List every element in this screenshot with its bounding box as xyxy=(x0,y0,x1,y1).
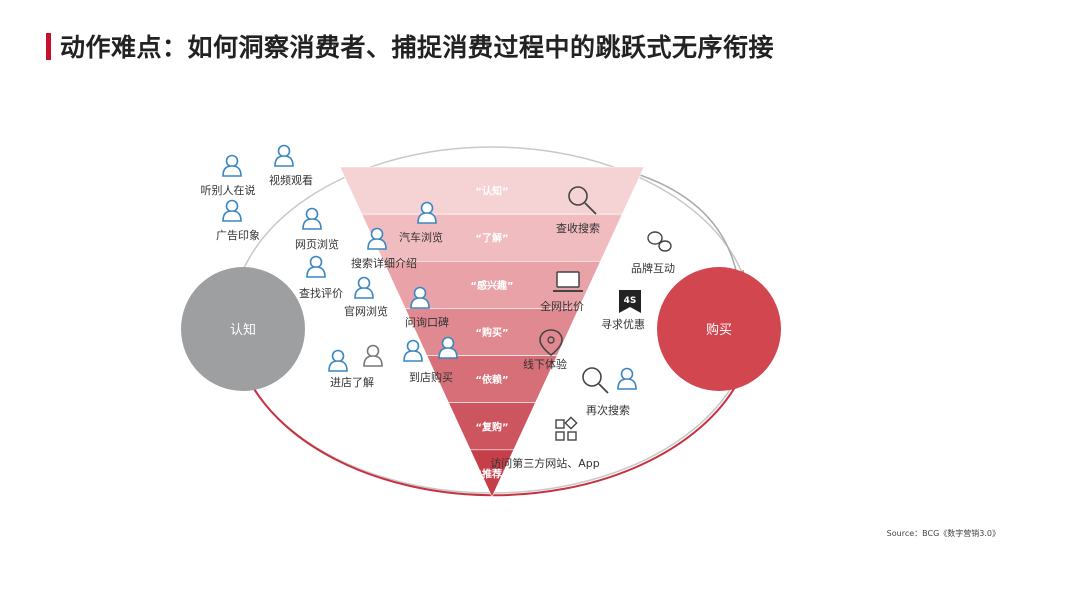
awareness-circle xyxy=(181,267,305,391)
source-citation: Source：BCG《数字营销3.0》 xyxy=(886,529,1000,538)
funnel-stage-label: “推荐” xyxy=(475,467,508,480)
touchpoint-label: 查找评价 xyxy=(299,286,343,300)
person-icon xyxy=(222,154,242,177)
person-icon xyxy=(354,276,374,299)
touchpoint-label: 查收搜索 xyxy=(556,221,600,235)
journey-arrow xyxy=(639,174,738,280)
purchase-circle xyxy=(657,267,781,391)
touchpoint-label: 汽车浏览 xyxy=(399,230,443,244)
purchase-path-arc xyxy=(244,371,739,497)
touchpoint-label: 访问第三方网站、App xyxy=(490,456,600,470)
touchpoint-label: 品牌互动 xyxy=(631,261,675,275)
touchpoint-label: 听别人在说 xyxy=(201,183,256,197)
page-title: 动作难点：如何洞察消费者、捕捉消费过程中的跳跃式无序衔接 xyxy=(60,33,775,62)
person-icon xyxy=(274,144,294,167)
touchpoint-label: 问询口碑 xyxy=(405,316,449,329)
search-icon xyxy=(582,367,609,394)
touchpoint-label: 搜索详细介绍 xyxy=(351,256,417,270)
touchpoint-label: 进店了解 xyxy=(330,375,374,389)
touchpoint-label: 线下体验 xyxy=(523,357,567,371)
person-icon xyxy=(222,199,242,222)
svg-text:4S: 4S xyxy=(624,296,637,306)
person-icon xyxy=(403,339,423,362)
apps-grid-icon xyxy=(555,416,578,441)
touchpoint-label: 再次搜索 xyxy=(586,403,630,417)
4s-badge-icon: 4S xyxy=(619,290,641,313)
funnel-stage-label: “购买” xyxy=(475,326,508,339)
funnel-stage-label: “了解” xyxy=(475,232,508,245)
funnel-stage-label: “认知” xyxy=(475,185,508,198)
funnel-stage-label: “依赖” xyxy=(475,373,508,386)
touchpoint-label: 全网比价 xyxy=(540,299,584,313)
touchpoint-label: 到店购买 xyxy=(409,370,453,384)
group-icon xyxy=(363,344,383,367)
chat-icon xyxy=(647,231,672,252)
awareness-label: 认知 xyxy=(230,322,256,338)
person-icon xyxy=(306,255,326,278)
funnel-band xyxy=(469,449,515,498)
touchpoint-label: 视频观看 xyxy=(269,173,313,187)
funnel-stage-label: “复购” xyxy=(475,420,508,433)
location-pin-icon xyxy=(539,329,563,356)
search-icon xyxy=(568,186,597,215)
title-accent-bar xyxy=(46,33,51,60)
touchpoint-label: 广告印象 xyxy=(216,229,260,242)
purchase-label: 购买 xyxy=(706,322,732,338)
funnel-stage-label: “感兴趣” xyxy=(470,279,513,292)
touchpoint-label: 官网浏览 xyxy=(344,304,388,318)
person-icon xyxy=(617,367,637,390)
person-icon xyxy=(328,349,348,372)
touchpoint-label: 网页浏览 xyxy=(295,237,339,251)
touchpoint-label: 寻求优惠 xyxy=(601,317,645,331)
person-icon xyxy=(302,207,322,230)
consumer-funnel: “认知” “了解” “感兴趣” “购买” “依赖” “复购” “推荐” xyxy=(339,166,645,498)
laptop-icon xyxy=(553,271,583,292)
